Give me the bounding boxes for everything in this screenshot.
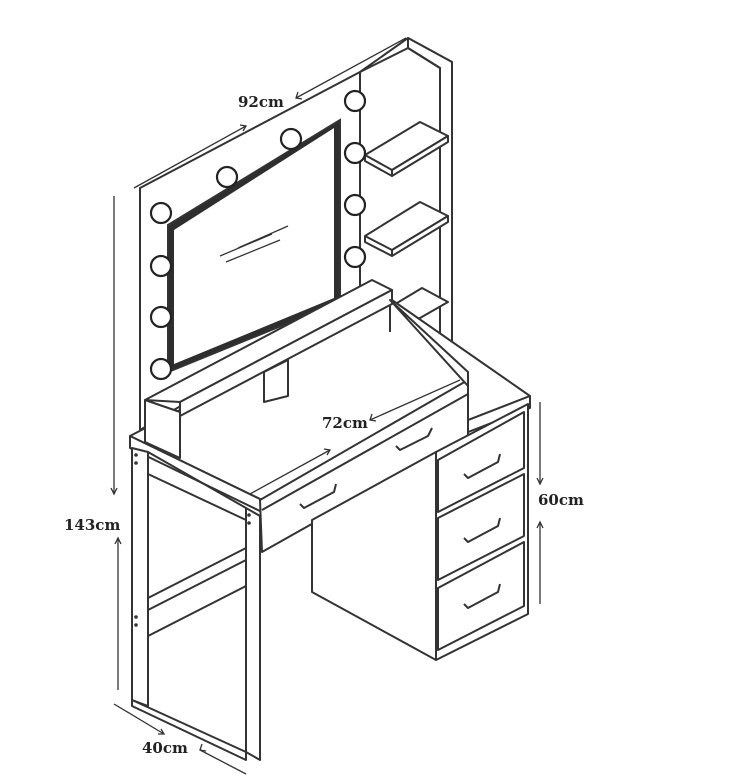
bulb-9 [343, 193, 367, 217]
bulb-10 [343, 245, 367, 269]
handle-5 [463, 583, 501, 609]
desk-top-shelf [144, 279, 393, 459]
side-shelf-tower [359, 37, 453, 357]
dim-desk-width: 72cm [322, 414, 368, 432]
handle-3 [463, 453, 501, 479]
dim-width-total: 92cm [238, 93, 284, 111]
bulb-8 [343, 141, 367, 165]
drawer-handles [299, 427, 501, 609]
left-frame [131, 447, 261, 761]
center-drawer [259, 299, 469, 553]
dim-height-total: 143cm [64, 516, 120, 534]
dimension-arrows [110, 37, 544, 775]
drawer-cabinet [311, 403, 529, 661]
bulb-4 [149, 357, 173, 381]
handle-4 [463, 517, 501, 543]
bulb-6 [279, 127, 303, 151]
bulb-2 [149, 254, 173, 278]
handle-1 [395, 427, 433, 451]
bulb-7 [343, 89, 367, 113]
dim-depth: 40cm [142, 739, 188, 757]
bulb-lights [149, 89, 367, 381]
bulb-5 [215, 165, 239, 189]
handle-2 [299, 483, 337, 509]
dim-desk-height: 60cm [538, 491, 584, 509]
bulb-3 [149, 305, 173, 329]
bulb-1 [149, 201, 173, 225]
